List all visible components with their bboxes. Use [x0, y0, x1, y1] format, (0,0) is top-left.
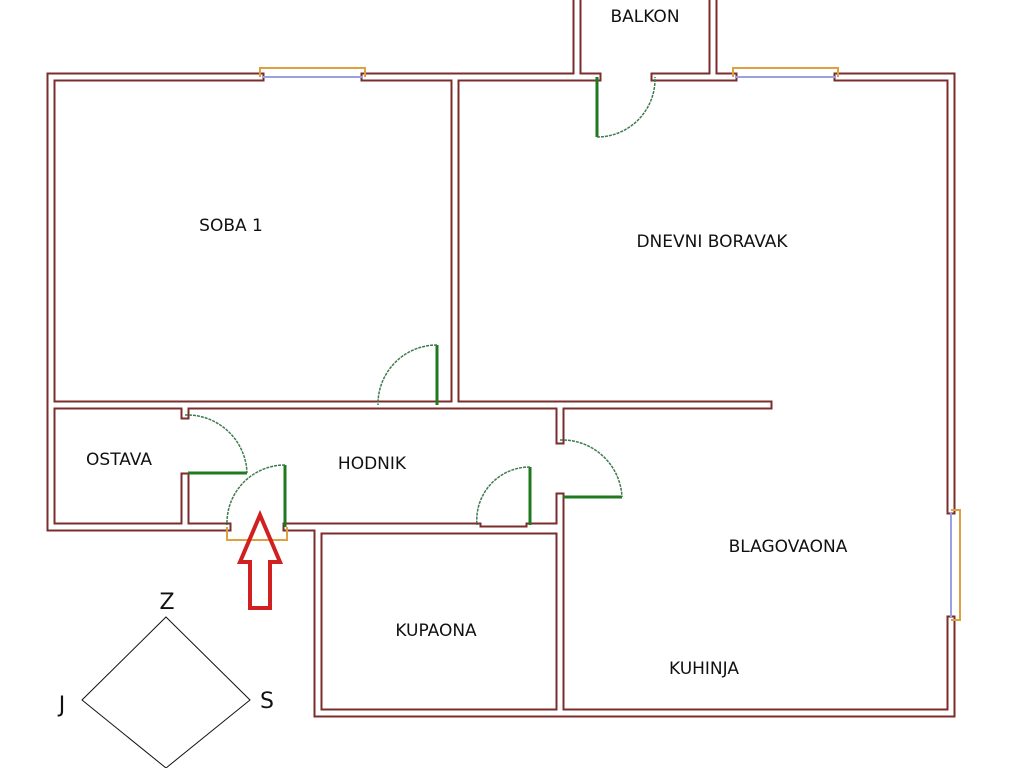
- room-label-kupaona: KUPAONA: [395, 621, 477, 641]
- room-label-ostava: OSTAVA: [86, 450, 152, 470]
- doors: [184, 76, 656, 527]
- windows: [226, 67, 961, 621]
- room-label-soba1: SOBA 1: [199, 216, 263, 236]
- entrance-arrow: [236, 509, 284, 610]
- room-label-dnevni-boravak: DNEVNI BORAVAK: [636, 232, 788, 252]
- compass-east-label: S: [260, 689, 274, 714]
- compass-diamond: [81, 616, 251, 768]
- compass-west-label: J: [57, 693, 66, 718]
- room-label-kuhinja: KUHINJA: [669, 659, 739, 679]
- room-label-blagovaona: BLAGOVAONA: [729, 537, 848, 557]
- room-label-hodnik: HODNIK: [338, 454, 407, 474]
- room-label-balkon: BALKON: [610, 7, 679, 27]
- walls: [46, 0, 956, 718]
- compass-north-label: Z: [159, 590, 174, 615]
